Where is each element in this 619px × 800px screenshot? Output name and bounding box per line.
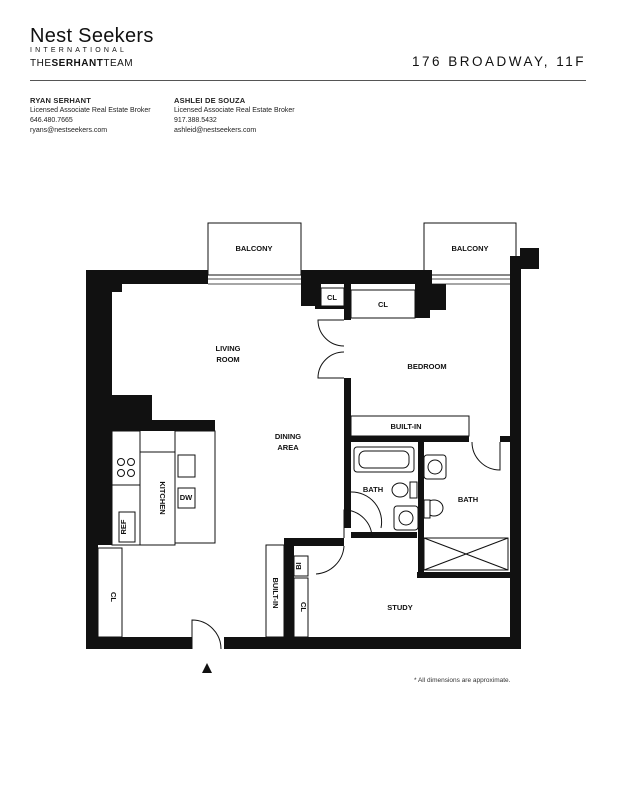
label-dining-2: AREA	[277, 443, 299, 452]
label-balcony-left: BALCONY	[235, 244, 272, 253]
agent-name: ASHLEI DE SOUZA	[174, 96, 246, 105]
entry-marker	[202, 663, 212, 673]
balcony-right	[423, 222, 517, 276]
label-bath-right: BATH	[458, 495, 478, 504]
label-cl-entry: CL	[109, 592, 118, 602]
label-balcony-right: BALCONY	[451, 244, 488, 253]
team-prefix: THE	[30, 58, 52, 69]
label-bedroom: BEDROOM	[407, 362, 446, 371]
agent-name: RYAN SERHANT	[30, 96, 92, 105]
walls	[86, 248, 539, 649]
agent-title: Licensed Associate Real Estate Broker	[174, 107, 295, 114]
agent-phone: 917.388.5432	[174, 117, 217, 124]
label-cl-small: CL	[327, 293, 337, 302]
label-bi: BI	[294, 562, 303, 570]
header-divider	[30, 80, 586, 81]
label-study: STUDY	[387, 603, 412, 612]
agent-email: ryans@nestseekers.com	[30, 127, 108, 134]
label-cl-study: CL	[299, 602, 308, 612]
footnote: * All dimensions are approximate.	[414, 677, 511, 684]
label-builtin-bedroom: BUILT-IN	[390, 422, 421, 431]
brand-subtitle: INTERNATIONAL	[30, 47, 128, 54]
agent-card-1: RYAN SERHANT Licensed Associate Real Est…	[30, 96, 151, 136]
builtins	[97, 287, 470, 638]
label-dining-1: DINING	[275, 432, 301, 441]
brand-logo: Nest Seekers INTERNATIONAL	[30, 26, 154, 54]
label-ref: REF	[119, 519, 128, 534]
property-address: 176 BROADWAY, 11F	[411, 54, 586, 69]
doors	[191, 319, 501, 650]
label-builtin-study: BUILT-IN	[271, 577, 280, 608]
balcony-left	[207, 222, 302, 276]
brand-name: Nest Seekers	[30, 25, 154, 47]
team-bold: SERHANT	[51, 58, 104, 69]
label-living-2: ROOM	[216, 355, 239, 364]
label-bath-left: BATH	[363, 485, 383, 494]
label-kitchen: KITCHEN	[158, 481, 167, 514]
label-cl-bedroom: CL	[378, 300, 388, 309]
team-suffix: TEAM	[103, 58, 134, 69]
agent-card-2: ASHLEI DE SOUZA Licensed Associate Real …	[174, 96, 295, 136]
team-name: THESERHANTTEAM	[30, 58, 133, 69]
agent-email: ashleid@nestseekers.com	[174, 127, 257, 134]
kitchen	[111, 430, 216, 546]
agent-phone: 646.480.7665	[30, 117, 73, 124]
label-dw: DW	[180, 493, 193, 502]
bath-fixtures	[353, 446, 509, 571]
label-living-1: LIVING	[215, 344, 240, 353]
agent-title: Licensed Associate Real Estate Broker	[30, 107, 151, 114]
